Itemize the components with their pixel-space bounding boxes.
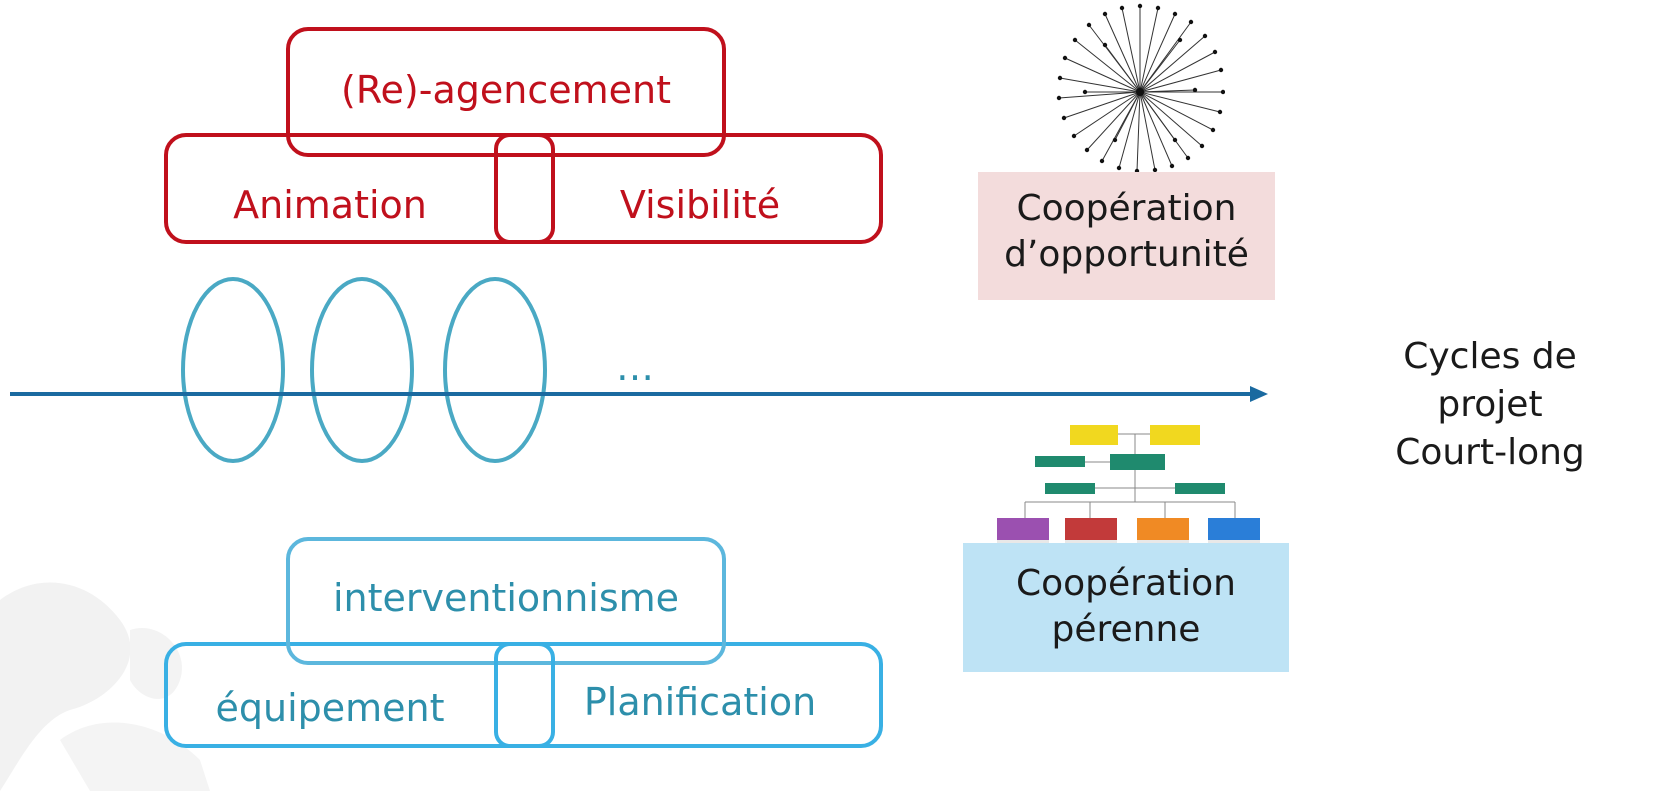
cycle-ellipse-3 — [443, 277, 547, 463]
overlap-connector-bottom — [494, 642, 555, 748]
planification-label: Planification — [583, 680, 817, 724]
reagencement-box — [286, 27, 726, 157]
visibilite-label: Visibilité — [619, 183, 781, 227]
axis-label: Cycles de projet Court-long — [1330, 333, 1650, 477]
timeline-arrowhead — [1250, 386, 1268, 402]
cooperation-opportunite-line-2: d’opportunité — [1004, 234, 1249, 275]
equipement-label: équipement — [215, 686, 445, 730]
org-chart-image — [997, 425, 1260, 547]
cooperation-perenne-panel: Coopération pérenne — [963, 543, 1289, 672]
axis-label-line-3: Court-long — [1395, 432, 1585, 473]
cycle-ellipse-2 — [310, 277, 414, 463]
timeline — [10, 277, 1268, 463]
interventionnisme-label: interventionnisme — [332, 576, 680, 620]
reagencement-label: (Re)-agencement — [341, 68, 671, 112]
ellipsis: … — [616, 345, 654, 389]
network-starburst-image — [1056, 3, 1225, 172]
cycle-ellipse-1 — [181, 277, 285, 463]
axis-label-line-1: Cycles de — [1403, 336, 1577, 377]
interventionnisme-box — [286, 537, 726, 665]
overlap-connector-top — [494, 133, 555, 244]
cooperation-perenne-line-2: pérenne — [1051, 609, 1201, 650]
cooperation-perenne-line-1: Coopération — [1015, 563, 1236, 604]
cooperation-opportunite-line-1: Coopération — [1016, 188, 1237, 229]
animation-label: Animation — [233, 183, 427, 227]
axis-label-line-2: projet — [1437, 384, 1543, 425]
cooperation-opportunite-panel: Coopération d’opportunité — [978, 172, 1275, 300]
